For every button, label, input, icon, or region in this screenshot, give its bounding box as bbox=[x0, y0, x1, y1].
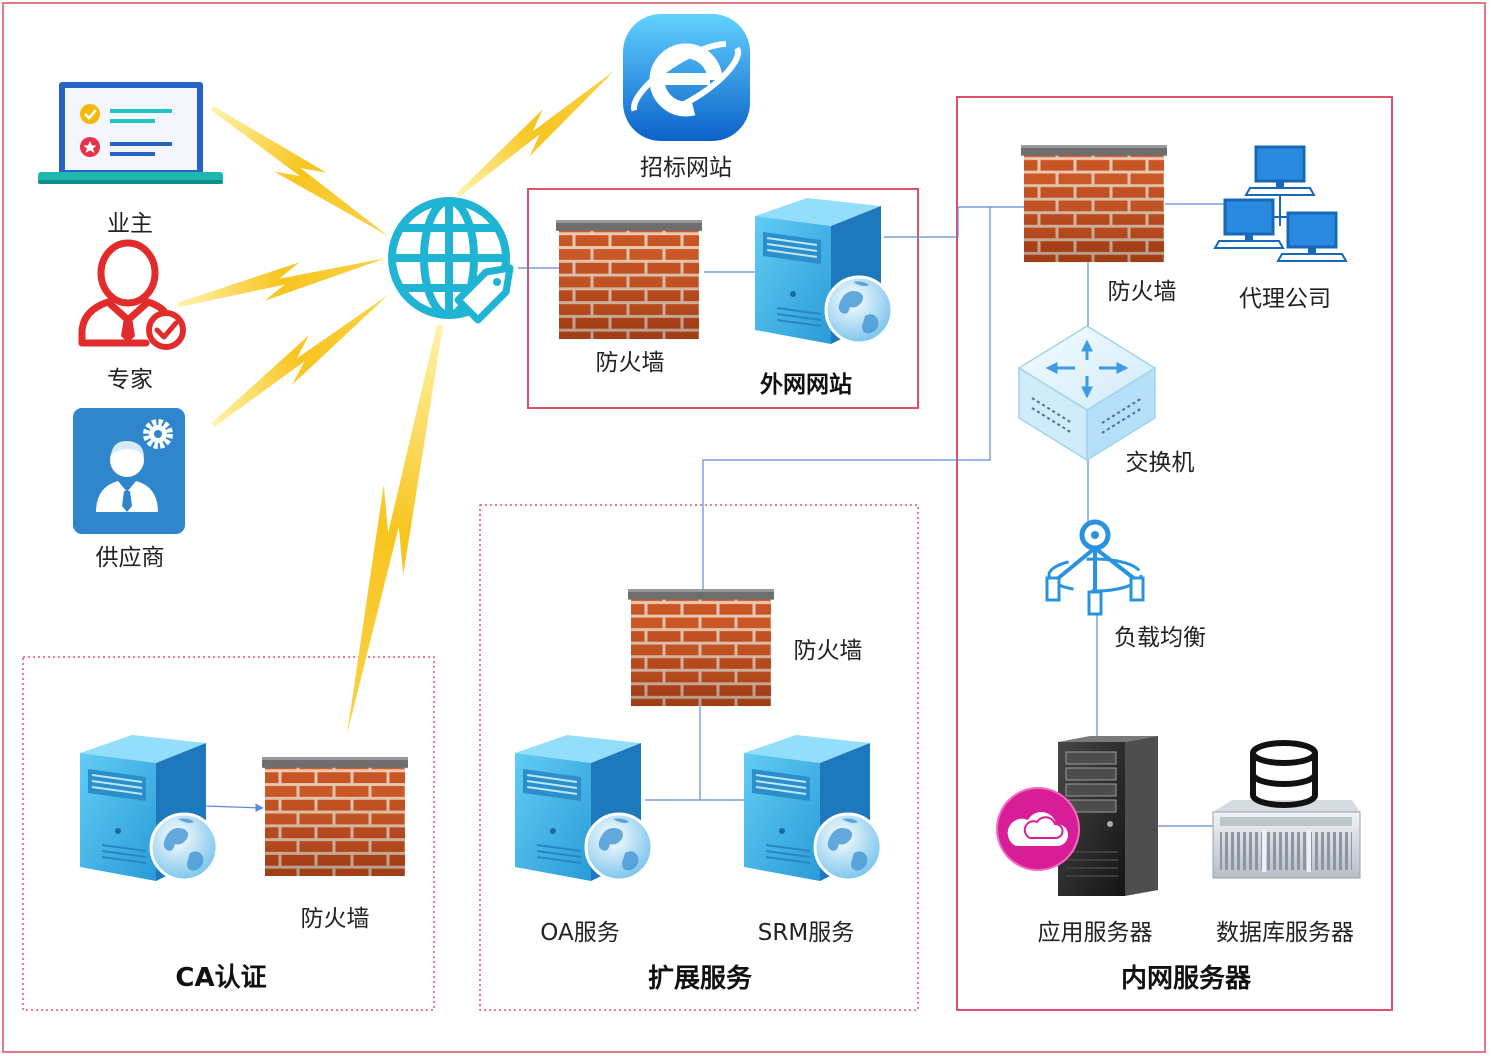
extension-zone-box bbox=[479, 504, 919, 1011]
intranet-firewall-icon bbox=[1021, 145, 1167, 263]
extension-firewall-label: 防火墙 bbox=[794, 638, 863, 664]
bidding-site-label: 招标网站 bbox=[640, 155, 732, 181]
website-label: 外网网站 bbox=[760, 371, 852, 398]
expert-person-icon bbox=[78, 239, 186, 350]
lightning-bolt-ca bbox=[346, 324, 443, 735]
computer-network-icon bbox=[1213, 145, 1348, 262]
intranet-title: 内网服务器 bbox=[1121, 964, 1252, 994]
database-cylinder-icon bbox=[1250, 740, 1318, 808]
expert-label: 专家 bbox=[107, 367, 153, 393]
owner-label: 业主 bbox=[107, 211, 153, 237]
load-balancer-label: 负载均衡 bbox=[1114, 625, 1206, 651]
load-balancer-icon bbox=[1045, 519, 1145, 616]
gear-icon bbox=[143, 419, 173, 449]
supplier-person-icon bbox=[73, 408, 185, 534]
intranet-firewall-label: 防火墙 bbox=[1108, 279, 1177, 305]
link-intranet-extension bbox=[702, 207, 991, 650]
website-server-icon bbox=[753, 196, 894, 346]
dmz-firewall-icon bbox=[556, 220, 702, 340]
ca-firewall-label: 防火墙 bbox=[301, 906, 370, 932]
srm-label: SRM服务 bbox=[758, 920, 854, 946]
ca-firewall-icon bbox=[262, 757, 408, 877]
ie-browser-icon bbox=[623, 14, 750, 141]
link-website-intranet-firewall bbox=[884, 206, 1024, 238]
extension-title: 扩展服务 bbox=[648, 964, 752, 994]
intranet-zone-box bbox=[956, 96, 1393, 1011]
laptop-icon bbox=[38, 82, 223, 184]
database-server-icon bbox=[1212, 740, 1361, 879]
supplier-label: 供应商 bbox=[96, 545, 165, 571]
oa-server-icon bbox=[513, 733, 654, 883]
switch-icon bbox=[1017, 325, 1157, 462]
tag-icon bbox=[454, 264, 514, 324]
ca-title: CA认证 bbox=[175, 963, 266, 993]
dmz-zone-box bbox=[527, 188, 919, 409]
app-server-label: 应用服务器 bbox=[1038, 920, 1153, 946]
lightning-bolt-supplier bbox=[211, 295, 389, 427]
lightning-bolt-bidding-site bbox=[456, 70, 615, 197]
lightning-bolt-expert bbox=[177, 258, 386, 308]
db-server-label: 数据库服务器 bbox=[1216, 920, 1354, 946]
dmz-firewall-label: 防火墙 bbox=[596, 350, 665, 376]
extension-firewall-icon bbox=[628, 589, 774, 707]
switch-label: 交换机 bbox=[1126, 450, 1195, 476]
ca-zone-box bbox=[22, 656, 435, 1011]
check-badge-icon bbox=[146, 310, 186, 350]
oa-label: OA服务 bbox=[540, 920, 619, 946]
srm-server-icon bbox=[742, 733, 883, 883]
lightning-bolt-owner bbox=[210, 106, 389, 237]
ca-server-icon bbox=[78, 733, 219, 883]
cloud-icon bbox=[996, 787, 1080, 871]
lightning-bolts bbox=[177, 70, 615, 735]
agency-label: 代理公司 bbox=[1239, 286, 1331, 312]
link-ca-server-firewall bbox=[204, 803, 264, 812]
connection-lines bbox=[204, 203, 1228, 827]
